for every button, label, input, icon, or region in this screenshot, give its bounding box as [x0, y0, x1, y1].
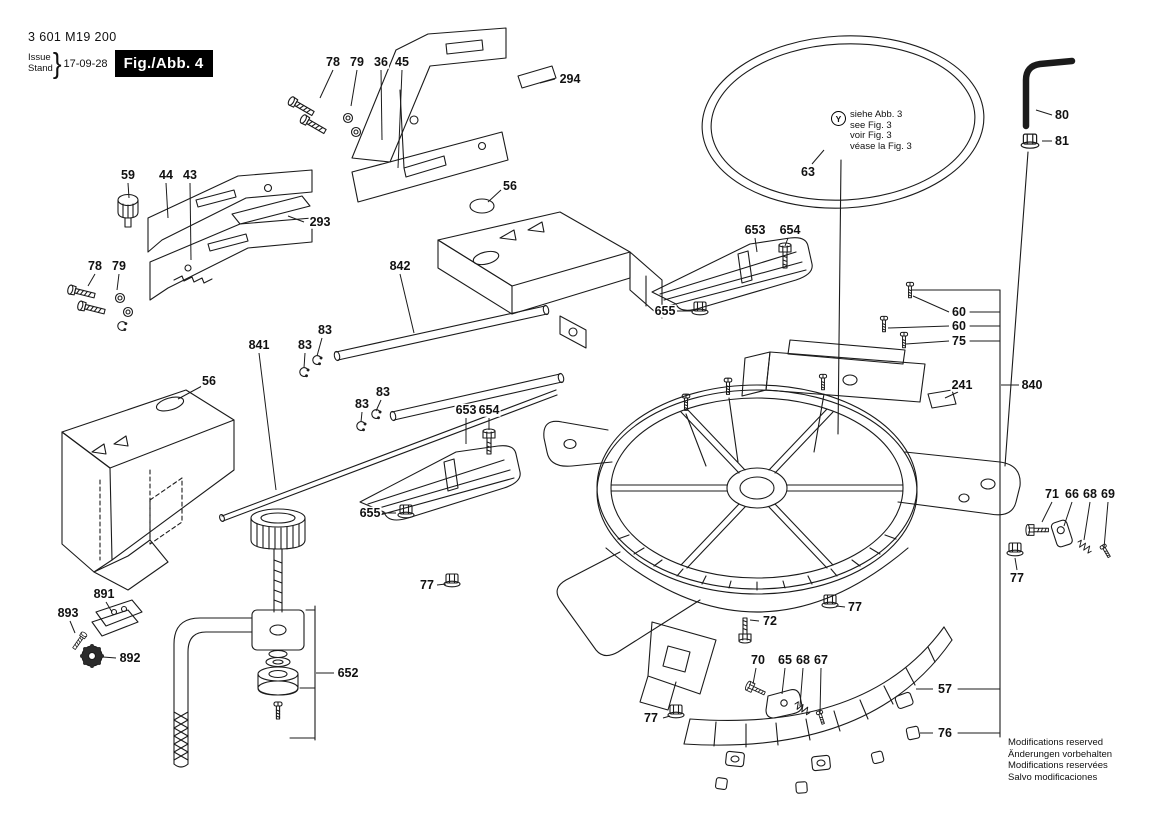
- fence-bracket-drawing: [117, 169, 313, 301]
- fence-wedge-left-drawing: [359, 428, 521, 521]
- part-label-77: 77: [1009, 570, 1025, 585]
- part-label-71: 71: [1044, 486, 1060, 501]
- part-label-56: 56: [201, 373, 217, 388]
- part-label-293: 293: [308, 214, 332, 229]
- part-label-893: 893: [56, 605, 80, 620]
- note-line-fr: voir Fig. 3: [850, 130, 892, 142]
- part-label-654: 654: [778, 222, 802, 237]
- note-line-en: see Fig. 3: [850, 119, 892, 131]
- part-label-60: 60: [951, 318, 967, 333]
- modifications-note: Modifications reserved Änderungen vorbeh…: [1008, 737, 1112, 783]
- part-label-36: 36: [373, 54, 389, 69]
- part-label-69: 69: [1100, 486, 1116, 501]
- part-label-77: 77: [419, 577, 435, 592]
- brace-glyph: }: [52, 46, 62, 80]
- part-label-63: 63: [800, 164, 816, 179]
- part-label-68: 68: [1082, 486, 1098, 501]
- part-label-78: 78: [87, 258, 103, 273]
- part-label-56: 56: [502, 178, 518, 193]
- part-label-72: 72: [762, 613, 778, 628]
- part-label-83: 83: [317, 322, 333, 337]
- part-label-83: 83: [297, 337, 313, 352]
- part-label-655: 655: [653, 303, 677, 318]
- part-label-892: 892: [118, 650, 142, 665]
- part-label-241: 241: [950, 377, 974, 392]
- part-label-67: 67: [813, 652, 829, 667]
- clamp-assembly-drawing: [173, 508, 316, 768]
- footer-line-en: Modifications reserved: [1008, 737, 1104, 748]
- slide-rods-drawing: [219, 304, 565, 523]
- part-label-294: 294: [558, 71, 582, 86]
- part-label-79: 79: [349, 54, 365, 69]
- table-left-drawing: [61, 389, 235, 591]
- group-bracket-840: [911, 289, 1001, 738]
- part-label-43: 43: [182, 167, 198, 182]
- reference-note: Y siehe Abb. 3 see Fig. 3 voir Fig. 3 vé…: [831, 109, 912, 153]
- part-label-655: 655: [358, 505, 382, 520]
- issue-date: 17-09-28: [63, 57, 108, 70]
- part-label-841: 841: [247, 337, 271, 352]
- turntable-drawing: [543, 281, 1021, 711]
- part-label-59: 59: [120, 167, 136, 182]
- issue-stand-labels: Issue Stand: [28, 51, 53, 75]
- part-label-44: 44: [158, 167, 174, 182]
- y-symbol-icon: Y: [831, 111, 846, 126]
- part-label-75: 75: [951, 333, 967, 348]
- note-line-de: siehe Abb. 3: [850, 109, 903, 120]
- note-line-es: véase la Fig. 3: [850, 140, 912, 152]
- part-label-45: 45: [394, 54, 410, 69]
- part-label-654: 654: [477, 402, 501, 417]
- part-label-83: 83: [354, 396, 370, 411]
- figure-badge: Fig./Abb. 4: [114, 50, 213, 77]
- footer-line-es: Salvo modificaciones: [1008, 771, 1098, 783]
- part-label-840: 840: [1020, 377, 1044, 392]
- part-label-80: 80: [1054, 107, 1070, 122]
- part-label-891: 891: [92, 586, 116, 601]
- fence-wedge-right-drawing: [651, 237, 813, 316]
- part-label-79: 79: [111, 258, 127, 273]
- right-hardware-drawing: [1006, 519, 1113, 560]
- ring-63-drawing: [701, 35, 985, 209]
- part-label-81: 81: [1054, 133, 1070, 148]
- part-label-77: 77: [847, 599, 863, 614]
- part-label-78: 78: [325, 54, 341, 69]
- title-block: 3 601 M19 200 Issue Stand } 17-09-28 Fig…: [28, 30, 213, 79]
- part-number: 3 601 M19 200: [28, 30, 117, 44]
- part-label-57: 57: [937, 681, 953, 696]
- part-label-60: 60: [951, 304, 967, 319]
- fence-plate-36-45-drawing: [351, 27, 557, 203]
- part-label-68: 68: [795, 652, 811, 667]
- table-insert-top-drawing: [437, 198, 663, 349]
- part-label-653: 653: [454, 402, 478, 417]
- curved-rack-drawing: [683, 626, 953, 794]
- part-label-76: 76: [937, 725, 953, 740]
- footer-line-fr: Modifications reservées: [1008, 760, 1108, 772]
- part-label-77: 77: [643, 710, 659, 725]
- part-label-66: 66: [1064, 486, 1080, 501]
- part-label-65: 65: [777, 652, 793, 667]
- issue-label: Issue: [28, 51, 51, 63]
- note-reference-line: [837, 159, 842, 435]
- small-parts-891-893-drawing: [70, 599, 143, 668]
- footer-line-de: Änderungen vorbehalten: [1008, 748, 1113, 760]
- part-label-652: 652: [336, 665, 360, 680]
- part-label-653: 653: [743, 222, 767, 237]
- part-label-83: 83: [375, 384, 391, 399]
- hex-key-drawing: [1004, 57, 1076, 467]
- stand-label: Stand: [28, 62, 53, 74]
- bottom-hardware-drawing: [443, 573, 839, 726]
- part-label-70: 70: [750, 652, 766, 667]
- part-label-842: 842: [388, 258, 412, 273]
